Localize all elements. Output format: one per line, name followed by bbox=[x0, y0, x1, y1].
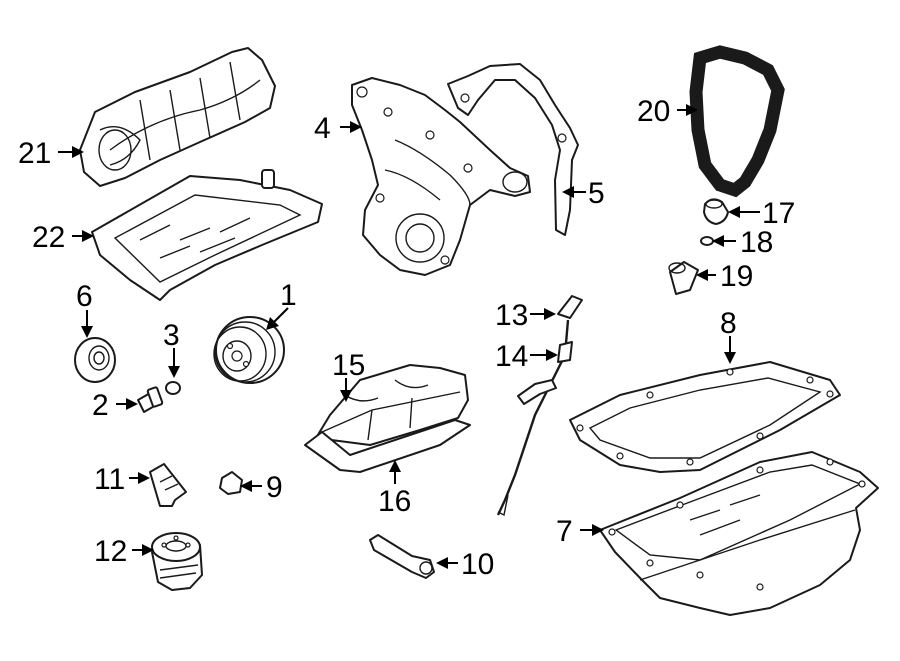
callout-1: 1 bbox=[280, 279, 297, 312]
drain-plug bbox=[219, 471, 243, 495]
callout-7: 7 bbox=[556, 515, 573, 548]
balancer-bolt bbox=[137, 386, 164, 413]
callout-14: 14 bbox=[495, 340, 528, 373]
callout-13: 13 bbox=[495, 299, 528, 332]
callout-19: 19 bbox=[720, 260, 753, 293]
crankshaft-seal bbox=[74, 337, 116, 383]
callout-20: 20 bbox=[637, 95, 670, 128]
callout-18: 18 bbox=[740, 226, 773, 259]
intake-manifold-lower bbox=[91, 169, 323, 301]
callout-6: 6 bbox=[76, 280, 93, 313]
callout-labels: 21 22 4 5 20 17 18 19 6 1 3 2 15 16 13 1… bbox=[18, 95, 795, 581]
callout-9: 9 bbox=[266, 471, 283, 504]
leader-lines bbox=[58, 104, 760, 569]
callout-4: 4 bbox=[314, 112, 331, 145]
callout-8: 8 bbox=[720, 307, 737, 340]
callout-22: 22 bbox=[32, 221, 65, 254]
valve-cover-gasket bbox=[304, 419, 471, 473]
callout-17: 17 bbox=[762, 197, 795, 230]
callout-3: 3 bbox=[163, 319, 180, 352]
callout-11: 11 bbox=[94, 463, 125, 496]
washer-18 bbox=[700, 236, 714, 246]
sensor-10 bbox=[369, 534, 435, 579]
harmonic-balancer bbox=[213, 316, 285, 384]
oil-pan bbox=[599, 451, 879, 616]
callout-21: 21 bbox=[18, 137, 51, 170]
sleeve-19 bbox=[668, 261, 699, 295]
callout-10: 10 bbox=[461, 548, 494, 581]
callout-12: 12 bbox=[94, 535, 127, 568]
dipstick-assembly bbox=[496, 295, 583, 517]
oil-pan-gasket bbox=[569, 361, 841, 473]
timing-cover-gasket bbox=[447, 63, 579, 236]
callout-5: 5 bbox=[588, 177, 605, 210]
intake-manifold-upper bbox=[79, 47, 276, 187]
timing-chain bbox=[689, 45, 785, 198]
callout-16: 16 bbox=[378, 485, 411, 518]
callout-15: 15 bbox=[332, 349, 365, 382]
sensor-11 bbox=[149, 463, 187, 507]
oil-pressure-sender bbox=[703, 198, 729, 225]
timing-cover bbox=[351, 77, 531, 276]
callout-2: 2 bbox=[92, 389, 109, 422]
washer-3 bbox=[165, 381, 181, 395]
oil-filter bbox=[151, 532, 203, 591]
